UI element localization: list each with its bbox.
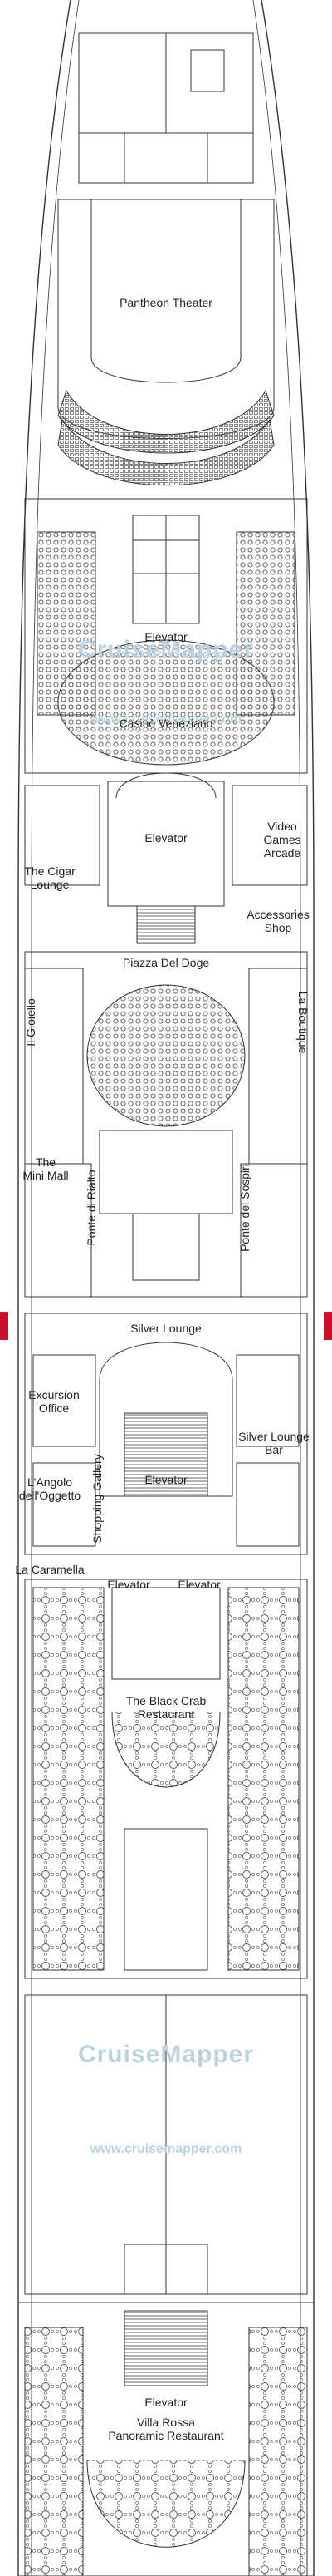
casino-veneziano-label[interactable]: Casinò Veneziano [119, 717, 213, 730]
mid-lobby-area [24, 772, 308, 944]
watermark-url: www.cruisemapper.com [90, 2142, 242, 2156]
black-crab-restaurant-area [24, 1579, 308, 1979]
watermark-bottom: CruiseMapper www.cruisemapper.com [50, 2041, 282, 2157]
watermark-url: www.cruisemapper.com [90, 712, 242, 727]
il-gioiello-label[interactable]: Il Gioiello [24, 998, 37, 1047]
video-games-arcade-label[interactable]: Video Games Arcade [263, 820, 301, 859]
ship-hull-outline [17, 0, 315, 2576]
elevator-label[interactable]: Elevator [144, 831, 188, 845]
villa-rossa-restaurant-area [17, 2302, 315, 2576]
piazza-area [24, 951, 308, 1298]
elevator-label[interactable]: Elevator [144, 2396, 188, 2409]
cigar-lounge-label[interactable]: The Cigar Lounge [24, 864, 76, 891]
silver-lounge-label[interactable]: Silver Lounge [130, 1322, 202, 1335]
ponte-dei-sospiri-label[interactable]: Ponte dei Sospiri [238, 1164, 251, 1252]
piazza-del-doge-label[interactable]: Piazza Del Doge [122, 956, 210, 969]
bow-service-area [78, 32, 254, 184]
elevator-label[interactable]: Elevator [144, 1473, 188, 1486]
excursion-office-label[interactable]: Excursion Office [28, 1388, 80, 1415]
pantheon-theater-label[interactable]: Pantheon Theater [120, 296, 212, 309]
ponte-di-rialto-label[interactable]: Ponte di Rialto [85, 1170, 98, 1246]
silver-lounge-bar-label[interactable]: Silver Lounge Bar [238, 1430, 310, 1456]
mini-mall-label[interactable]: The Mini Mall [22, 1155, 69, 1182]
port-side-marker [0, 1312, 8, 1340]
watermark-top: CruiseMapper www.cruisemapper.com [50, 636, 282, 727]
casino-area [24, 498, 308, 774]
angolo-dell-oggetto-label[interactable]: L'Angolo dell'Oggetto [18, 1475, 81, 1502]
aft-service-area [24, 1994, 308, 2295]
elevator-label[interactable]: Elevator [178, 1578, 221, 1591]
elevator-label[interactable]: Elevator [144, 630, 188, 643]
shopping-gallery-label[interactable]: Shopping Gallery [90, 1454, 104, 1544]
watermark-name: CruiseMapper [77, 2041, 255, 2068]
starboard-side-marker [324, 1312, 332, 1340]
silver-lounge-area [24, 1313, 308, 1555]
watermark-name: CruiseMapper [77, 636, 255, 663]
accessories-shop-label[interactable]: Accessories Shop [247, 908, 310, 934]
ship-inner-hull [31, 0, 301, 2576]
la-boutique-label[interactable]: La Boutique [296, 991, 310, 1054]
villa-rossa-restaurant-label[interactable]: Villa Rossa Panoramic Restaurant [108, 2416, 224, 2442]
black-crab-restaurant-label[interactable]: The Black Crab Restaurant [125, 1694, 207, 1721]
elevator-label[interactable]: Elevator [107, 1578, 150, 1591]
la-caramella-label[interactable]: La Caramella [15, 1563, 85, 1576]
theater-area [57, 199, 275, 486]
